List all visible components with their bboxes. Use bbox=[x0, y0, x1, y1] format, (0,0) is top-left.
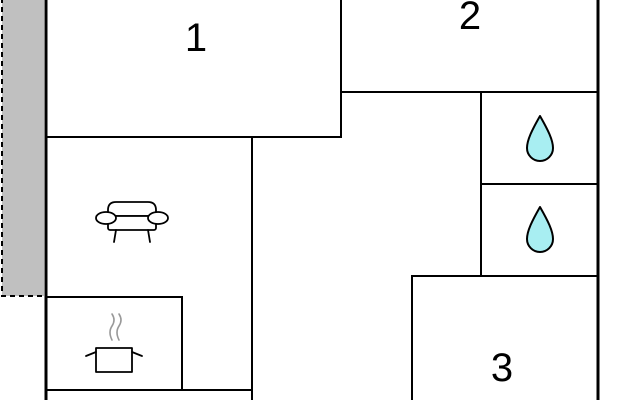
room-1-label: 1 bbox=[185, 16, 207, 60]
cooking-pot-icon bbox=[85, 313, 143, 373]
room-3: 3 bbox=[411, 275, 598, 400]
terrace-strip bbox=[1, 0, 44, 297]
sofa-icon bbox=[95, 201, 169, 243]
room-2: 2 bbox=[341, 0, 598, 93]
bathrooms bbox=[480, 92, 598, 276]
room-3-label: 3 bbox=[491, 346, 513, 390]
room-1: 1 bbox=[46, 0, 342, 138]
water-drop-icon bbox=[526, 115, 554, 162]
kitchen bbox=[46, 296, 252, 391]
water-drop-icon bbox=[526, 206, 554, 253]
room-2-label: 2 bbox=[459, 0, 481, 38]
